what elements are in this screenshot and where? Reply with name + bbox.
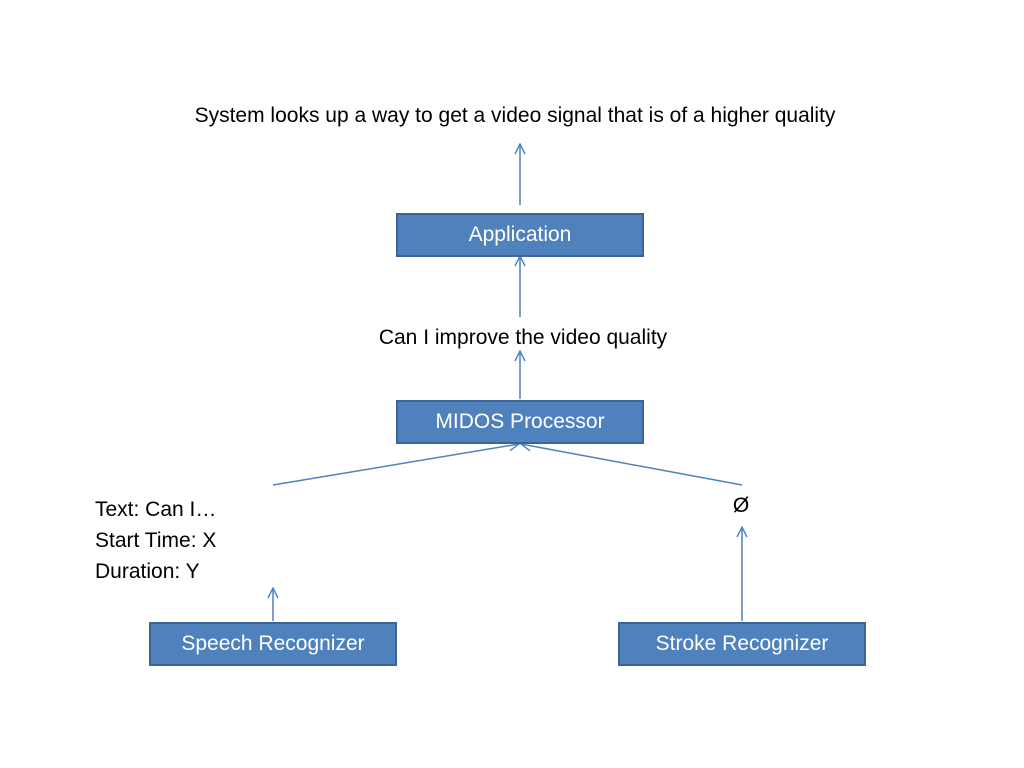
arrow-stroke-output-to-processor (521, 444, 743, 486)
speech-output-start-time: Start Time: X (95, 529, 217, 552)
speech-output-text: Text: Can I… (95, 498, 217, 521)
result-label: System looks up a way to get a video sig… (194, 104, 836, 127)
midos-processor-box: MIDOS Processor (396, 400, 644, 444)
stroke-output-empty-set: Ø (732, 494, 750, 517)
application-box: Application (396, 213, 644, 257)
query-label: Can I improve the video quality (378, 326, 668, 349)
stroke-recognizer-box: Stroke Recognizer (618, 622, 866, 666)
speech-output-details: Text: Can I… Start Time: X Duration: Y (95, 494, 216, 587)
arrow-speech-output-to-processor (272, 444, 519, 486)
speech-recognizer-box: Speech Recognizer (149, 622, 397, 666)
speech-output-duration: Duration: Y (95, 560, 200, 583)
